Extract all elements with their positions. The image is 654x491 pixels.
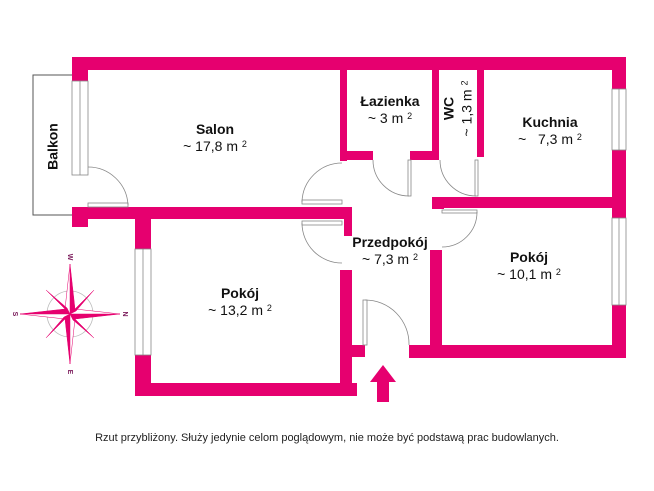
room-name: Pokój bbox=[220, 285, 260, 301]
compass-east-label: E bbox=[66, 370, 73, 375]
room-area: ~ 1,3 m 2 bbox=[458, 80, 475, 137]
room-przedpokoj: Przedpokój ~ 7,3 m 2 bbox=[342, 234, 438, 268]
room-name: Pokój bbox=[509, 249, 549, 265]
room-area: ~ 3 m 2 bbox=[367, 110, 413, 126]
room-salon: Salon ~ 17,8 m 2 bbox=[160, 121, 270, 155]
room-pokoj-right: Pokój ~ 10,1 m 2 bbox=[474, 249, 584, 283]
room-name: Salon bbox=[195, 121, 235, 137]
room-kuchnia: Kuchnia ~ 7,3 m 2 bbox=[505, 114, 595, 148]
room-lazienka: Łazienka ~ 3 m 2 bbox=[350, 93, 430, 127]
room-name: WC bbox=[440, 96, 457, 121]
room-area: ~ 13,2 m 2 bbox=[208, 302, 272, 318]
room-area: ~ 7,3 m 2 bbox=[518, 131, 582, 147]
entrance-arrow-icon bbox=[370, 365, 396, 402]
room-area: ~ 7,3 m 2 bbox=[361, 251, 418, 267]
balcony-label: Balkon bbox=[44, 123, 61, 170]
room-pokoj-left: Pokój ~ 13,2 m 2 bbox=[185, 285, 295, 319]
windows bbox=[71, 80, 627, 356]
compass-north-label: N bbox=[121, 311, 128, 316]
room-area: ~ 10,1 m 2 bbox=[497, 266, 561, 282]
room-name: Kuchnia bbox=[522, 114, 578, 130]
disclaimer-text: Rzut przybliżony. Służy jedynie celom po… bbox=[95, 432, 559, 444]
doors bbox=[87, 159, 479, 346]
compass-south-label: S bbox=[11, 312, 18, 317]
compass-west-label: W bbox=[66, 254, 73, 261]
room-area: ~ 17,8 m 2 bbox=[183, 138, 247, 154]
walls bbox=[72, 57, 626, 396]
room-name: Łazienka bbox=[360, 93, 420, 109]
room-name: Przedpokój bbox=[352, 234, 428, 250]
balcony bbox=[32, 74, 72, 216]
compass-rose-icon: W E S N bbox=[11, 254, 128, 375]
room-wc: WC ~ 1,3 m 2 bbox=[441, 69, 476, 149]
